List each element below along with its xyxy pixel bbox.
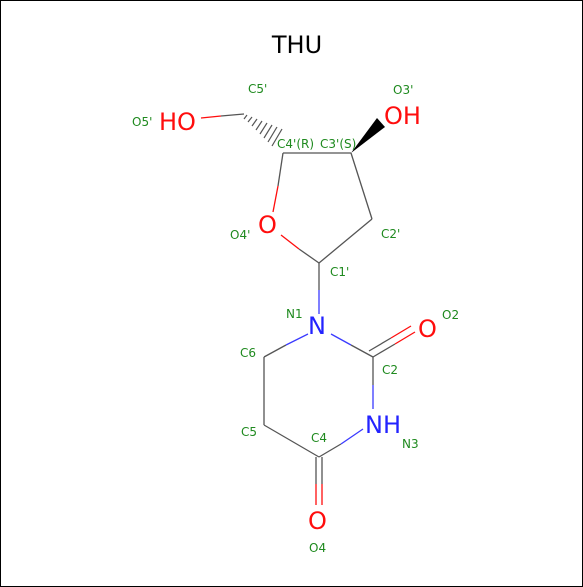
atom-o4p-symbol: O — [258, 211, 277, 239]
label-o4p: O4' — [230, 228, 250, 242]
bond-n3-c4 — [340, 428, 364, 445]
label-c5: C5 — [241, 425, 257, 439]
label-o2: O2 — [442, 308, 459, 322]
atom-o3-symbol: OH — [384, 102, 421, 130]
atom-n1-symbol: N — [308, 312, 326, 340]
label-c1p: C1' — [330, 265, 349, 279]
bond-c2-o2-2 — [368, 337, 392, 352]
bond-o5-c5 — [200, 115, 222, 119]
label-c3p: C3'(S) — [320, 137, 356, 151]
bond-c3-c2 — [350, 152, 373, 220]
atom-n3-symbol: NH — [365, 411, 401, 439]
bond-o4-c1-b — [298, 248, 320, 264]
label-c6: C6 — [240, 346, 256, 360]
bond-n1-c6 — [285, 333, 309, 346]
bond-c2-o2-1 — [372, 343, 396, 358]
label-o4: O4 — [309, 541, 326, 555]
atom-o2-symbol: O — [418, 315, 437, 343]
label-c2p: C2' — [381, 227, 400, 241]
bond-n1-c2 — [330, 333, 352, 346]
bond-o4-c1 — [280, 234, 300, 250]
bond-c2-o2-1b — [394, 331, 416, 345]
label-c2: C2 — [382, 363, 398, 377]
bond-c5-c4-hashed — [243, 114, 283, 147]
atom-o5-symbol: HO — [159, 108, 196, 136]
label-c5p: C5' — [248, 82, 267, 96]
label-c4: C4 — [311, 431, 327, 445]
bond-c4-c5 — [263, 424, 320, 458]
bond-n3-c4-b — [318, 443, 342, 458]
bond-n1-c6-b — [263, 344, 287, 358]
bond-o5-c5-b — [220, 113, 245, 117]
atom-o4-symbol: O — [308, 507, 327, 535]
bond-c2-c1 — [318, 218, 373, 264]
bond-c3-o3-wedge — [351, 118, 385, 153]
molecule-title: THU — [271, 31, 322, 59]
bond-c4-o4 — [277, 152, 284, 187]
label-o3p: O3' — [393, 83, 413, 97]
label-n1: N1 — [286, 307, 303, 321]
label-o5: O5' — [132, 115, 152, 129]
label-n3: N3 — [402, 437, 419, 451]
label-c4p: C4'(R) — [277, 137, 314, 151]
bond-c2-o2-2b — [390, 325, 412, 339]
bond-n1-c2-b — [350, 344, 374, 358]
bond-c4-o4-b — [272, 185, 279, 213]
